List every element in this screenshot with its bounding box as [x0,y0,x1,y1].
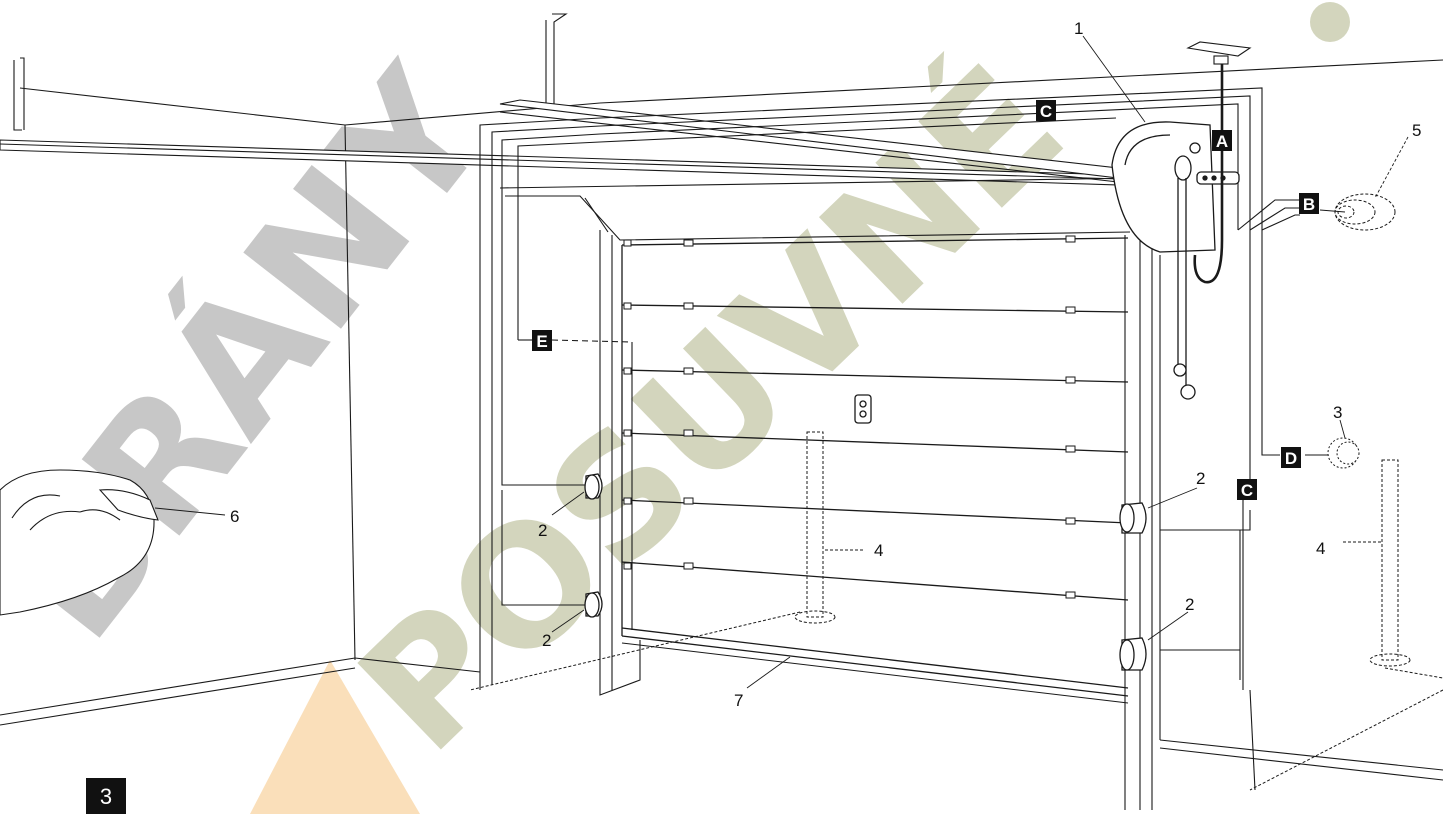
callout-2-right-upper: 2 [1196,469,1205,488]
watermark-orange-shape [250,660,420,814]
tag-e-label: E [536,332,547,351]
callout-6: 6 [230,507,239,526]
callout-4-right: 4 [1316,539,1325,558]
tag-a-label: A [1216,132,1228,151]
opener-motor-unit [1111,60,1240,400]
tag-b-label: B [1303,195,1315,214]
callout-2-left-lower: 2 [542,631,551,650]
figure-number-badge: 3 [86,778,126,814]
connection-tags: A B C C D E [532,100,1319,500]
antenna-icon [1186,41,1252,65]
callout-5: 5 [1412,121,1421,140]
callout-leaders [154,35,1409,689]
tag-d: D [1281,447,1301,468]
photocell-left-upper [584,473,603,500]
photocell-right-lower [1119,637,1147,671]
figure-number: 3 [100,784,112,809]
sectional-door [621,235,1129,697]
photocell-left-lower [584,591,603,618]
callout-2-left-upper: 2 [538,521,547,540]
callout-3: 3 [1333,403,1342,422]
photocell-right-upper [1119,502,1147,534]
tag-c-top-label: C [1040,102,1052,121]
bottom-seal [621,642,1129,704]
tag-b: B [1299,193,1319,214]
photocell-posts [469,431,1443,791]
tag-d-label: D [1285,449,1297,468]
watermark-dot [1310,2,1350,42]
garage-room [0,13,1443,781]
callout-7: 7 [734,691,743,710]
photocells [584,473,1147,671]
tag-c-top: C [1036,100,1056,121]
tag-c-right: C [1237,479,1257,500]
tag-a: A [1212,130,1232,151]
callout-2-right-lower: 2 [1185,595,1194,614]
flashing-light-icon [1305,437,1360,469]
hand-with-remote-icon [0,469,159,616]
key-selector-icon [1334,193,1396,231]
callout-numbers: 1 2 2 2 2 3 4 4 5 6 7 [230,19,1421,710]
callout-4-center: 4 [874,541,883,560]
tag-e: E [532,330,552,351]
callout-1: 1 [1074,19,1083,38]
tag-c-right-label: C [1241,481,1253,500]
